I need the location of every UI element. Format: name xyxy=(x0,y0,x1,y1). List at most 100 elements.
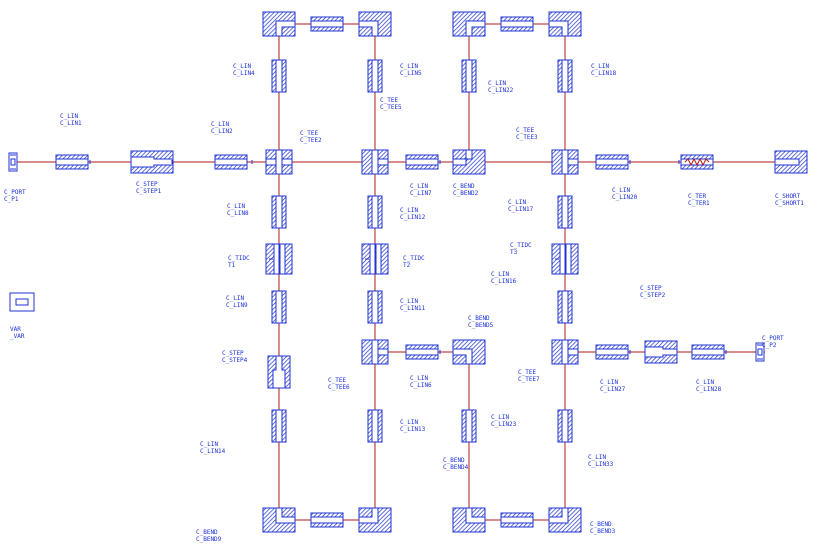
tee-tee3[interactable] xyxy=(551,149,579,175)
label-tee6-type: C_TEE xyxy=(328,377,347,384)
tee-tee5[interactable] xyxy=(361,149,389,175)
wire-layer xyxy=(16,23,800,521)
label-tee2-type: C_TEE xyxy=(300,130,319,137)
label-lin20: C_LIN C_LIN20 xyxy=(612,187,637,201)
label-lin12: C_LIN C_LIN12 xyxy=(400,207,426,221)
label-bend2-name: C_BEND2 xyxy=(453,189,479,197)
label-tee3-name: C_TEE3 xyxy=(516,133,538,141)
step-step2[interactable] xyxy=(644,340,678,364)
line-lin1[interactable] xyxy=(55,154,89,170)
line-lin6[interactable] xyxy=(405,344,439,360)
label-t3-name: T3 xyxy=(510,248,518,256)
bend-bend3[interactable] xyxy=(548,507,582,533)
label-lin1-name: C_LIN1 xyxy=(60,119,82,127)
bend-top-right-b[interactable] xyxy=(548,11,582,37)
label-var-name: _VAR xyxy=(10,332,25,340)
label-ter1: C_TER C_TER1 xyxy=(688,193,710,207)
label-lin12-name: C_LIN12 xyxy=(400,213,426,221)
line-lin22[interactable] xyxy=(461,59,477,93)
bend-bend9[interactable] xyxy=(262,507,296,533)
label-bend9-type: C_BEND xyxy=(196,529,218,536)
label-lin33-name: C_LIN33 xyxy=(588,460,614,468)
line-lin17[interactable] xyxy=(557,195,573,229)
label-lin9-type: C_LIN xyxy=(226,295,245,302)
label-lin11-name: C_LIN11 xyxy=(400,304,426,312)
bend-bend2[interactable] xyxy=(452,149,486,175)
label-tee2: C_TEE C_TEE2 xyxy=(300,130,322,144)
label-t1-name: T1 xyxy=(228,261,236,269)
line-lin9[interactable] xyxy=(271,290,287,324)
label-t2-name: T2 xyxy=(403,261,411,269)
line-lin27[interactable] xyxy=(595,344,629,360)
label-lin4: C_LIN C_LIN4 xyxy=(233,63,255,77)
line-lin11[interactable] xyxy=(367,290,383,324)
label-lin22-name: C_LIN22 xyxy=(488,86,514,94)
bend-bend4[interactable] xyxy=(452,507,486,533)
label-tee7-type: C_TEE xyxy=(518,369,537,376)
label-var: VAR _VAR xyxy=(10,326,25,340)
line-lin7[interactable] xyxy=(405,154,439,170)
label-step2-type: C_STEP xyxy=(640,285,662,292)
tee-tee6[interactable] xyxy=(361,339,389,365)
coupler-t1[interactable] xyxy=(265,243,293,275)
label-lin11-type: C_LIN xyxy=(400,298,419,305)
line-lin33[interactable] xyxy=(557,409,573,443)
label-bend4: C_BEND C_BEND4 xyxy=(443,457,468,471)
label-lin8-name: C_LIN8 xyxy=(227,209,249,217)
line-lin4[interactable] xyxy=(271,59,287,93)
line-bottom-left[interactable] xyxy=(310,512,344,528)
label-lin2-type: C_LIN xyxy=(211,121,230,128)
label-t1-type: C_TIDC xyxy=(228,255,250,262)
label-tee3-type: C_TEE xyxy=(516,127,535,134)
tee-tee7[interactable] xyxy=(551,339,579,365)
label-tee5-name: C_TEE5 xyxy=(380,103,402,111)
label-p2: C_PORT C_P2 xyxy=(762,335,784,349)
label-bend3-name: C_BEND3 xyxy=(590,527,616,535)
line-lin18[interactable] xyxy=(557,59,573,93)
bend-top-mid-corner[interactable] xyxy=(358,11,392,37)
label-short1-name: C_SHORT1 xyxy=(775,199,804,207)
line-lin13[interactable] xyxy=(367,409,383,443)
coupler-t3[interactable] xyxy=(551,243,579,275)
line-top-right[interactable] xyxy=(500,16,534,32)
var-block[interactable] xyxy=(9,292,35,312)
resistor-ter1[interactable] xyxy=(680,154,714,170)
line-lin12[interactable] xyxy=(367,195,383,229)
line-lin28[interactable] xyxy=(691,344,725,360)
step-step1[interactable] xyxy=(130,150,174,174)
label-lin2: C_LIN C_LIN2 xyxy=(211,121,233,135)
node-ticks xyxy=(89,160,727,354)
port-p1[interactable] xyxy=(8,152,18,172)
line-lin14[interactable] xyxy=(271,409,287,443)
line-lin2[interactable] xyxy=(214,154,248,170)
label-bend9: C_BEND C_BEND9 xyxy=(196,529,221,543)
line-top-left[interactable] xyxy=(310,16,344,32)
label-p1-type: C_PORT xyxy=(4,189,26,196)
label-t1: C_TIDC T1 xyxy=(228,255,250,269)
label-lin13-type: C_LIN xyxy=(400,419,419,426)
label-lin7: C_LIN C_LIN7 xyxy=(410,183,432,197)
bend-bottom-mid[interactable] xyxy=(358,507,392,533)
line-lin5[interactable] xyxy=(367,59,383,93)
short-short1[interactable] xyxy=(774,150,808,174)
line-lin8[interactable] xyxy=(271,195,287,229)
horizontal-lines xyxy=(55,16,725,528)
label-lin27-name: C_LIN27 xyxy=(600,385,626,393)
line-lin23[interactable] xyxy=(461,409,477,443)
label-step4-type: C_STEP xyxy=(222,350,244,357)
tee-tee2[interactable] xyxy=(265,149,293,175)
port-p2[interactable] xyxy=(755,342,765,362)
bend-bend5[interactable] xyxy=(452,339,486,365)
label-t2-type: C_TIDC xyxy=(403,255,425,262)
label-lin8-type: C_LIN xyxy=(227,203,246,210)
line-lin16[interactable] xyxy=(557,290,573,324)
line-lin20[interactable] xyxy=(595,154,629,170)
bend-top-right-a[interactable] xyxy=(452,11,486,37)
step-step4[interactable] xyxy=(267,355,291,389)
coupler-t2[interactable] xyxy=(361,243,389,275)
label-lin17: C_LIN C_LIN17 xyxy=(508,199,533,213)
line-bottom-right[interactable] xyxy=(500,512,534,528)
bend-top-left-corner[interactable] xyxy=(262,11,296,37)
label-lin33: C_LIN C_LIN33 xyxy=(588,454,614,468)
